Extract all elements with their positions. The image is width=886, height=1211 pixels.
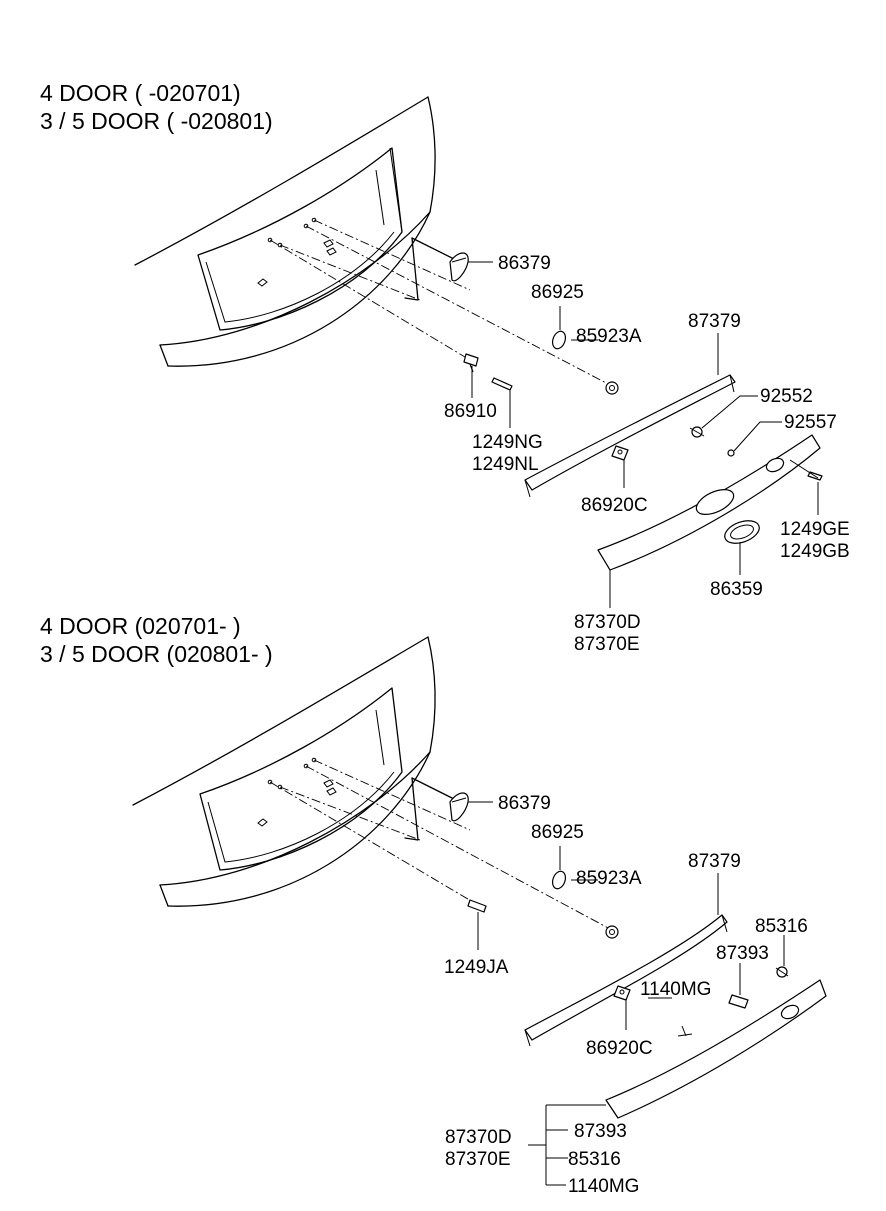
part-92557 — [727, 449, 735, 457]
callout-85923a: 85923A — [576, 868, 642, 889]
part-92552 — [689, 426, 705, 438]
callout-1140mg-sub: 1140MG — [568, 1176, 639, 1197]
callout-92557: 92557 — [784, 412, 837, 433]
callout-1249ge: 1249GE — [780, 519, 850, 540]
part-87370d-garnish — [597, 434, 821, 571]
callout-1140mg: 1140MG — [640, 979, 711, 1000]
callout-86920c: 86920C — [581, 495, 648, 516]
assembly-lines — [269, 219, 611, 386]
callout-87370d: 87370D — [574, 612, 641, 633]
section-header-line-2: 3 / 5 DOOR ( -020801) — [40, 108, 273, 134]
callout-85923a: 85923A — [576, 326, 642, 347]
section-header-line-1: 4 DOOR ( -020701) — [40, 80, 241, 106]
callout-87393: 87393 — [716, 943, 769, 964]
part-85923a — [605, 381, 619, 395]
callout-1249gb: 1249GB — [780, 541, 850, 562]
callout-85316: 85316 — [755, 916, 808, 937]
part-86379 — [449, 252, 469, 282]
callout-86925: 86925 — [531, 822, 584, 843]
callout-86379: 86379 — [498, 793, 551, 814]
callout-86925: 86925 — [531, 282, 584, 303]
part-87370d-garnish — [605, 979, 827, 1119]
part-86925 — [551, 330, 567, 350]
section-header-line-2: 3 / 5 DOOR (020801- ) — [40, 641, 273, 667]
section-early: 4 DOOR ( -020701) 3 / 5 DOOR ( -020801) — [40, 80, 850, 655]
callout-87370e: 87370E — [445, 1149, 511, 1170]
callout-86359: 86359 — [710, 579, 763, 600]
callout-leaders — [468, 801, 785, 1186]
callout-87370d: 87370D — [445, 1127, 512, 1148]
callout-1249nl: 1249NL — [472, 454, 539, 475]
part-85316 — [775, 966, 789, 978]
callout-86920c: 86920C — [586, 1038, 653, 1059]
callout-86910: 86910 — [444, 401, 497, 422]
callout-85316-sub: 85316 — [568, 1149, 621, 1170]
callout-87379: 87379 — [688, 311, 741, 332]
callout-87370e: 87370E — [574, 634, 640, 655]
callout-92552: 92552 — [760, 386, 813, 407]
part-87393 — [728, 994, 749, 1009]
callout-87379: 87379 — [688, 851, 741, 872]
callout-87393-sub: 87393 — [574, 1121, 627, 1142]
part-1249ja-screw — [467, 899, 487, 913]
part-86920c — [611, 445, 629, 461]
part-86379 — [449, 792, 469, 822]
callout-1249ng: 1249NG — [472, 432, 543, 453]
part-1249ng-screw — [491, 377, 513, 391]
callout-86379: 86379 — [498, 253, 551, 274]
part-87379-strip — [524, 914, 728, 1047]
part-85923a — [605, 925, 619, 939]
section-header-line-1: 4 DOOR (020701- ) — [40, 613, 241, 639]
trunk-lid-drawing — [134, 96, 461, 367]
section-late: 4 DOOR (020701- ) 3 / 5 DOOR (020801- ) — [40, 613, 827, 1197]
assembly-lines — [269, 759, 613, 931]
part-86910 — [463, 353, 479, 373]
part-86925 — [551, 870, 567, 890]
callout-leaders — [468, 261, 819, 608]
part-1140mg — [677, 1025, 693, 1037]
trunk-lid-drawing — [132, 636, 461, 907]
part-86359-emblem — [724, 520, 760, 544]
callout-1249ja: 1249JA — [444, 957, 509, 978]
part-87379-strip — [524, 374, 736, 498]
